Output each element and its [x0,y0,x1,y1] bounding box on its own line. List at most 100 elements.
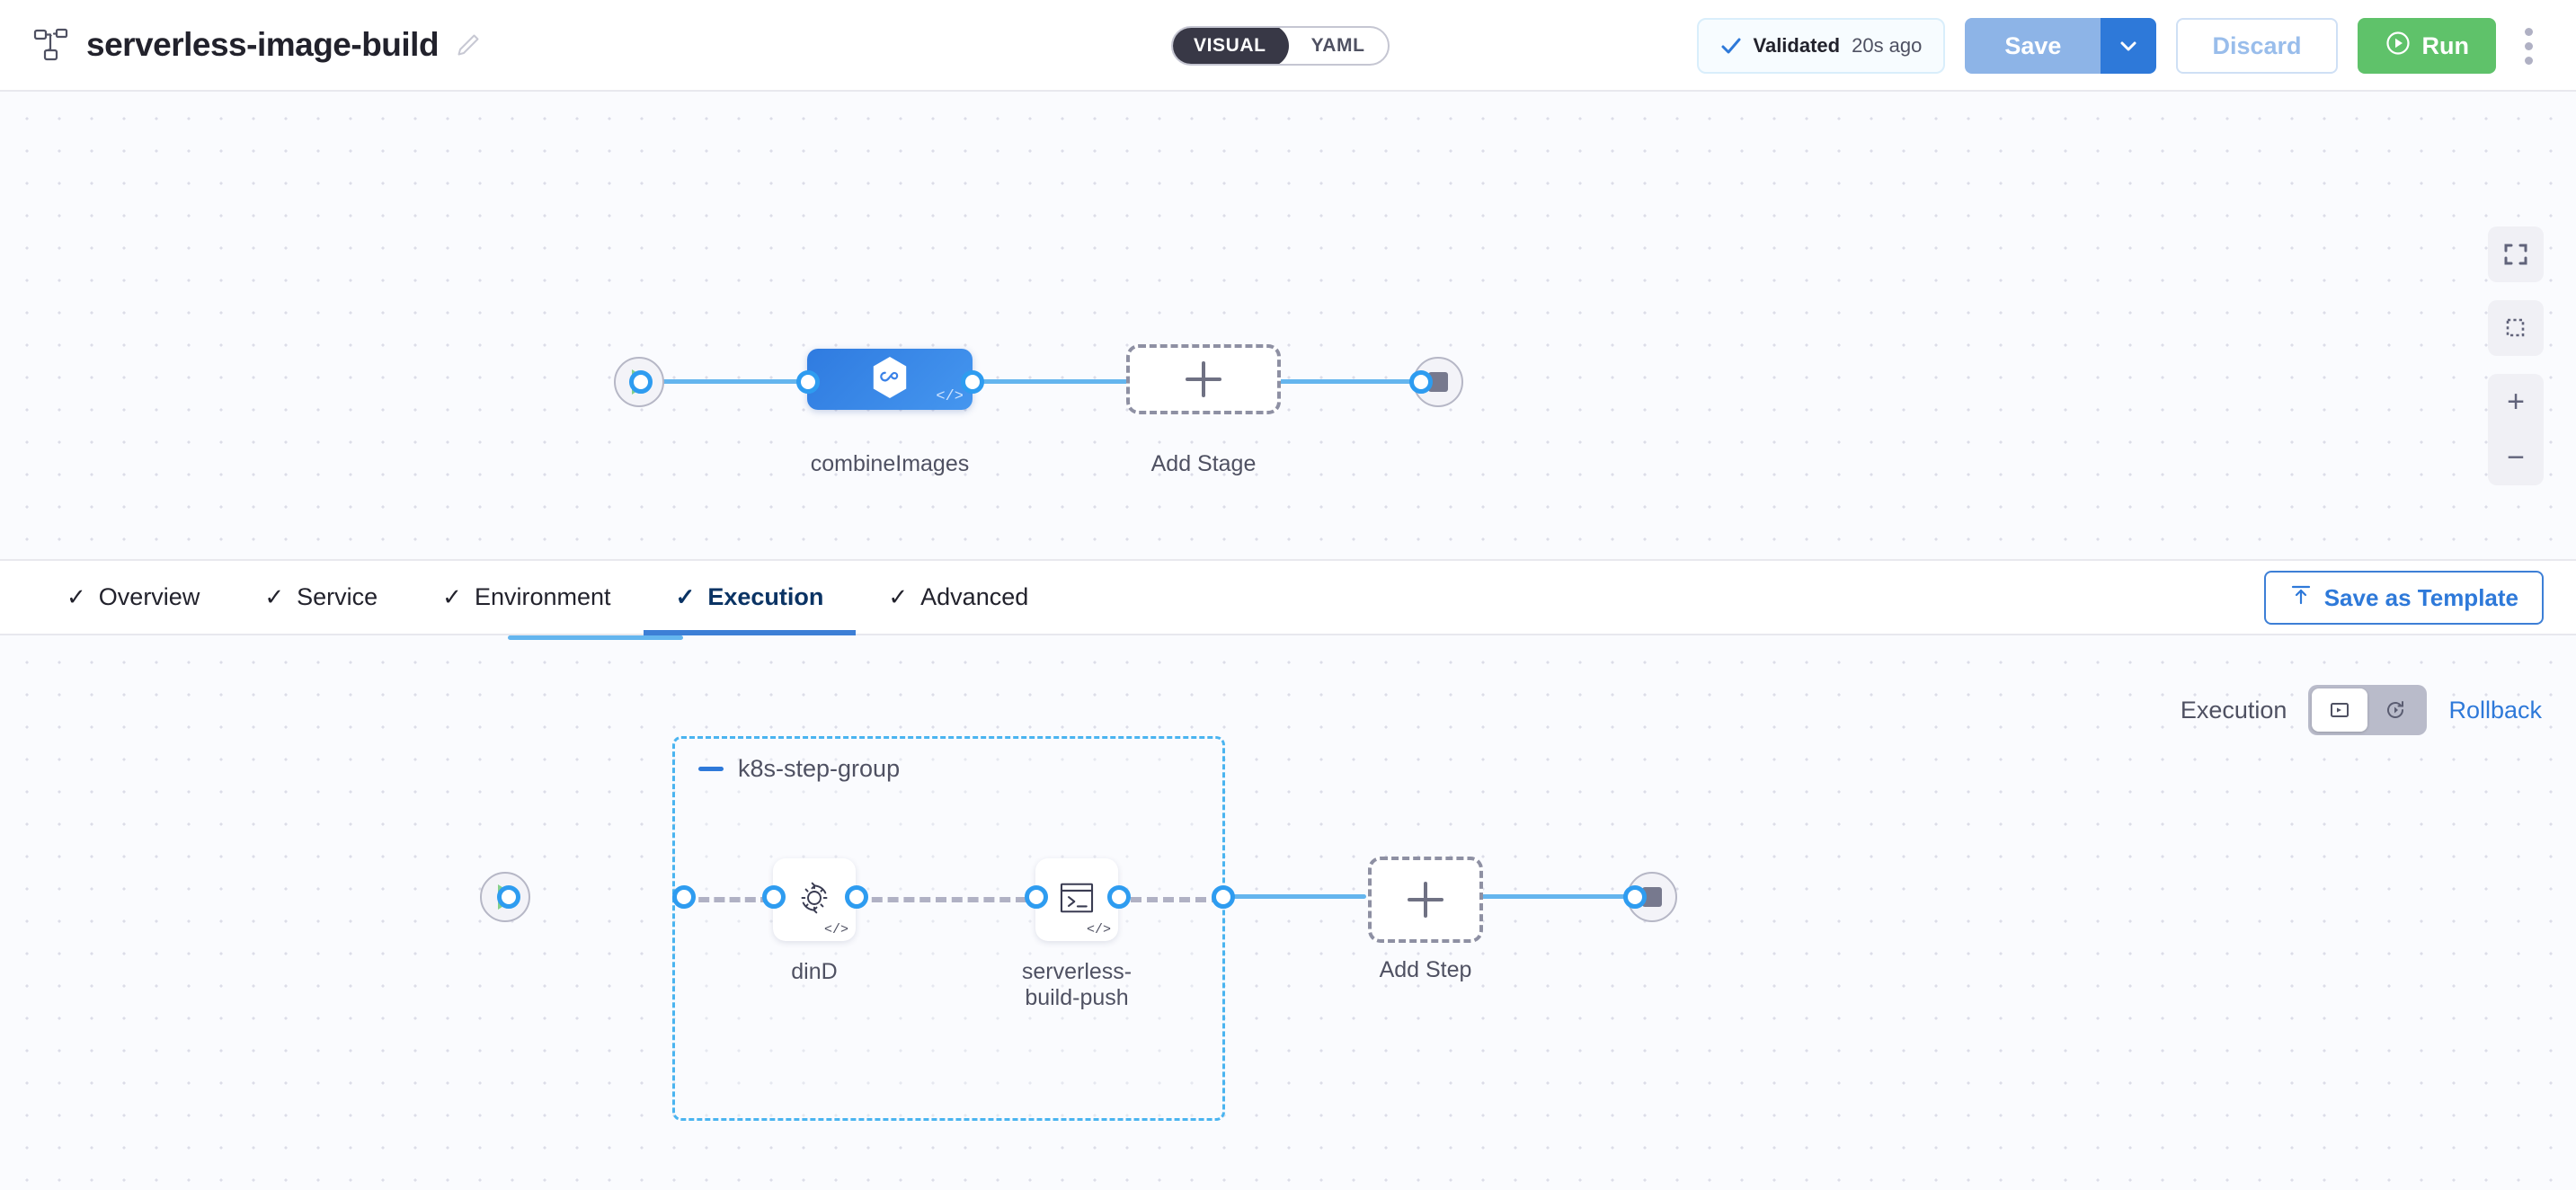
tab-label: Overview [98,583,200,610]
port-start-out[interactable] [629,370,653,394]
port-serverless-in[interactable] [1025,885,1048,909]
port-stage-in[interactable] [796,370,820,394]
stage-node-combineimages[interactable]: </> [807,349,973,410]
step-group-k8s[interactable]: k8s-step-group [672,736,1225,1121]
port-exec-end-in[interactable] [1623,885,1647,909]
page-title: serverless-image-build [86,26,440,63]
stage-graph-canvas[interactable]: </> combineImages Add Stage + − [0,92,2576,559]
run-button[interactable]: Run [2357,18,2496,74]
view-mode-toggle[interactable]: VISUAL YAML [1171,26,1390,66]
tab-label: Service [297,583,378,610]
step-label-dind: dinD [791,959,838,984]
check-icon: ✓ [675,583,696,610]
check-icon: ✓ [442,583,462,610]
discard-button[interactable]: Discard [2176,18,2338,74]
header-left-group: serverless-image-build [0,26,482,64]
validated-timestamp: 20s ago [1852,34,1923,57]
pipeline-nodes-icon [32,26,70,64]
save-button[interactable]: Save [1965,18,2101,74]
connector-dind-to-serverless [856,897,1026,902]
zoom-controls: + − [2488,374,2544,485]
execution-graph-canvas[interactable]: Execution Rollback k8s-step-group [0,635,2576,1190]
port-group-in[interactable] [672,885,696,909]
connector-group-to-dind [683,897,771,902]
connector-stage-to-addstage [969,379,1140,384]
step-group-title: k8s-step-group [738,755,901,782]
execution-mode-toggle[interactable] [2308,685,2428,735]
execution-mode-button[interactable] [2312,688,2368,732]
status-badge-validated: Validated 20s ago [1696,18,1946,74]
connector-start-to-stage [640,379,811,384]
tab-environment[interactable]: ✓ Environment [410,559,643,635]
step-group-header[interactable]: k8s-step-group [698,755,900,783]
add-stage-label: Add Stage [1150,451,1257,476]
kebab-menu-icon[interactable] [2516,21,2542,72]
harness-ci-hexagon-icon [869,355,910,404]
stage-config-tabbar: ✓ Overview ✓ Service ✓ Environment ✓ Exe… [0,559,2576,635]
port-stage-out[interactable] [961,370,984,394]
tab-label: Execution [707,583,824,610]
run-label: Run [2421,31,2469,59]
tab-service[interactable]: ✓ Service [232,559,410,635]
tab-label: Advanced [920,583,1029,610]
tab-advanced[interactable]: ✓ Advanced [856,559,1061,635]
code-badge-icon: </> [1086,922,1111,937]
code-badge-icon: </> [823,922,848,937]
stage-node-label: combineImages [810,451,970,476]
tab-overview[interactable]: ✓ Overview [34,559,232,635]
add-step-button[interactable] [1368,857,1483,943]
pipeline-end-node[interactable] [1413,357,1463,407]
zoom-out-button[interactable]: − [2507,440,2525,475]
connector-serverless-to-groupout [1115,897,1222,902]
step-node-dind[interactable]: </> [773,858,856,941]
minus-icon[interactable] [698,767,724,771]
stop-icon [1428,372,1448,392]
check-icon [1720,35,1742,57]
port-dind-out[interactable] [845,885,868,909]
fit-to-screen-button[interactable] [2488,226,2544,282]
stop-icon [1642,887,1662,907]
terminal-icon [1053,875,1100,926]
port-dind-in[interactable] [762,885,786,909]
app-header: serverless-image-build VISUAL YAML Valid… [0,0,2576,92]
tab-label: Environment [474,583,611,610]
play-circle-icon [2385,30,2412,63]
gear-rotate-icon [790,874,839,927]
save-as-template-button[interactable]: Save as Template [2263,571,2544,625]
tab-yaml[interactable]: YAML [1310,35,1365,56]
check-icon: ✓ [264,583,285,610]
port-serverless-out[interactable] [1107,885,1131,909]
connector-group-to-addstep [1222,894,1366,899]
save-button-group[interactable]: Save [1965,18,2157,74]
tab-list: ✓ Overview ✓ Service ✓ Environment ✓ Exe… [0,559,1061,635]
chevron-down-icon[interactable] [2101,18,2157,74]
check-icon: ✓ [67,583,86,610]
connector-start-to-group [508,635,683,640]
pencil-icon[interactable] [455,31,482,58]
header-actions: Validated 20s ago Save Discard Run [1696,0,2576,92]
step-label-serverless-build-push: serverless- build-push [1021,959,1133,1011]
execution-label: Execution [2180,696,2287,724]
port-exec-start-out[interactable] [497,885,520,909]
tab-execution[interactable]: ✓ Execution [643,559,857,635]
save-as-template-label: Save as Template [2323,583,2518,611]
port-group-out[interactable] [1212,885,1235,909]
step-node-serverless-build-push[interactable]: </> [1035,858,1118,941]
pipeline-start-node[interactable] [614,357,664,407]
check-icon: ✓ [888,583,909,610]
add-step-label: Add Step [1379,957,1472,982]
execution-rollback-toolbar: Execution Rollback [2181,685,2542,735]
zoom-in-button[interactable]: + [2507,385,2525,419]
rollback-mode-button[interactable] [2367,688,2423,732]
code-badge-icon: </> [936,388,964,405]
zoom-to-selection-button[interactable] [2488,300,2544,356]
port-end-in[interactable] [1409,370,1433,394]
connector-addstep-to-end [1481,894,1643,899]
connector-addstage-to-end [1276,379,1429,384]
add-stage-button[interactable] [1126,344,1281,414]
rollback-link[interactable]: Rollback [2448,696,2542,724]
validated-label: Validated [1753,34,1841,57]
canvas-controls: + − [2488,226,2544,485]
tab-visual[interactable]: VISUAL [1172,28,1289,64]
template-upload-icon [2289,583,2313,613]
